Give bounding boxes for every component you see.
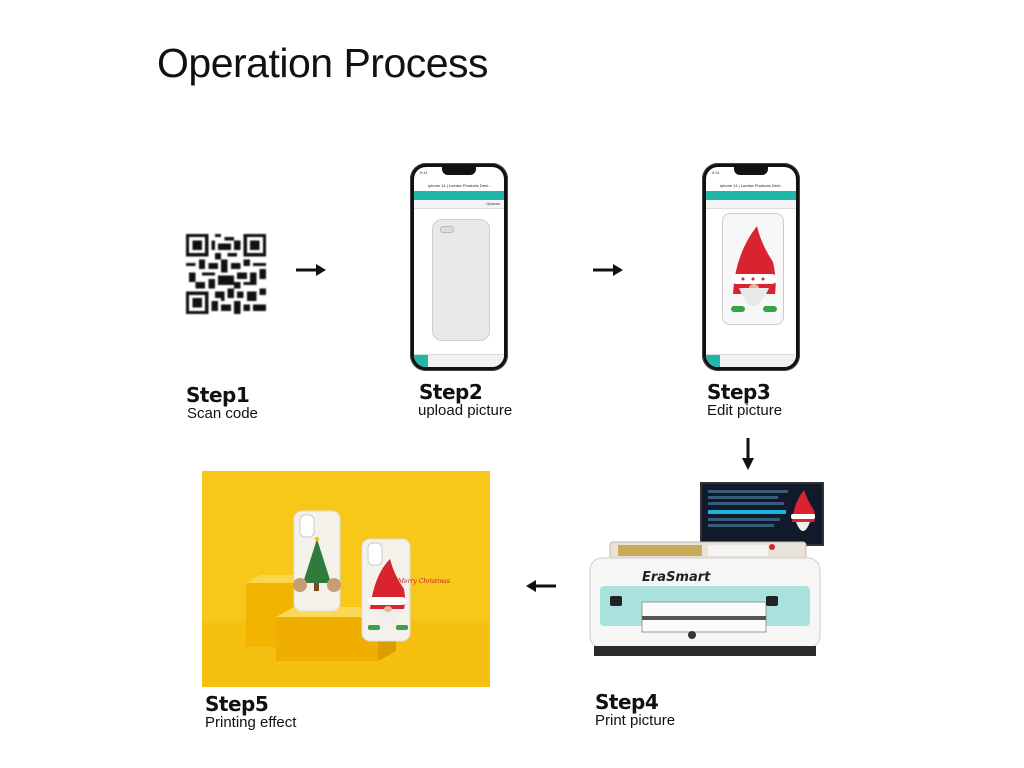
qr-code-icon bbox=[186, 234, 266, 314]
bottom-nav bbox=[706, 354, 796, 367]
options-tab[interactable]: Options bbox=[486, 201, 500, 206]
add-button[interactable] bbox=[414, 355, 428, 367]
step5-title: Step5 bbox=[205, 692, 269, 716]
blank-phone-case bbox=[432, 219, 490, 341]
printer-brand: EraSmart bbox=[642, 570, 711, 585]
arrow-right-icon bbox=[593, 264, 623, 276]
app-header-bar bbox=[414, 191, 504, 200]
uv-printer: EraSmart bbox=[589, 541, 821, 656]
case-camera-cutout bbox=[440, 226, 454, 233]
arrow-right-icon bbox=[296, 264, 326, 276]
step4-title: Step4 bbox=[595, 690, 659, 714]
step3-subtitle: Edit picture bbox=[707, 402, 783, 419]
printing-effect-photo: Merry Christmas bbox=[202, 471, 490, 687]
case-greeting-text: Merry Christmas bbox=[397, 578, 450, 585]
phone-upload: 9:41 iphone 14 | Lumise Products Desi...… bbox=[410, 163, 508, 371]
phone-screen: 9:41 iphone 14 | Lumise Products Desi... bbox=[706, 167, 796, 367]
bottom-nav bbox=[414, 354, 504, 367]
monitor-gnome-preview bbox=[791, 490, 815, 531]
step4-subtitle: Print picture bbox=[595, 712, 676, 729]
browser-url-title: iphone 14 | Lumise Products Desi... bbox=[428, 183, 492, 188]
step3-title: Step3 bbox=[707, 380, 771, 404]
edited-phone-case bbox=[722, 213, 784, 325]
phone-notch bbox=[442, 167, 476, 175]
app-header-bar bbox=[706, 191, 796, 200]
editor-toolbar bbox=[706, 200, 796, 209]
status-time: 9:41 bbox=[420, 170, 428, 175]
status-time: 9:41 bbox=[712, 170, 720, 175]
arrow-down-icon bbox=[742, 438, 754, 470]
browser-url-title: iphone 14 | Lumise Products Desi... bbox=[720, 183, 784, 188]
step1-subtitle: Scan code bbox=[187, 405, 258, 422]
editor-toolbar: Options bbox=[414, 200, 504, 209]
phone-edit: 9:41 iphone 14 | Lumise Products Desi... bbox=[702, 163, 800, 371]
arrow-left-icon bbox=[526, 580, 556, 592]
step2-subtitle: upload picture bbox=[418, 402, 513, 419]
step2-title: Step2 bbox=[419, 380, 483, 404]
add-button[interactable] bbox=[706, 355, 720, 367]
gnome-illustration bbox=[731, 226, 777, 312]
page-title: Operation Process bbox=[157, 40, 489, 86]
phone-notch bbox=[734, 167, 768, 175]
step5-subtitle: Printing effect bbox=[205, 714, 297, 731]
step1-title: Step1 bbox=[186, 383, 250, 407]
phone-screen: 9:41 iphone 14 | Lumise Products Desi...… bbox=[414, 167, 504, 367]
control-monitor bbox=[700, 482, 824, 546]
